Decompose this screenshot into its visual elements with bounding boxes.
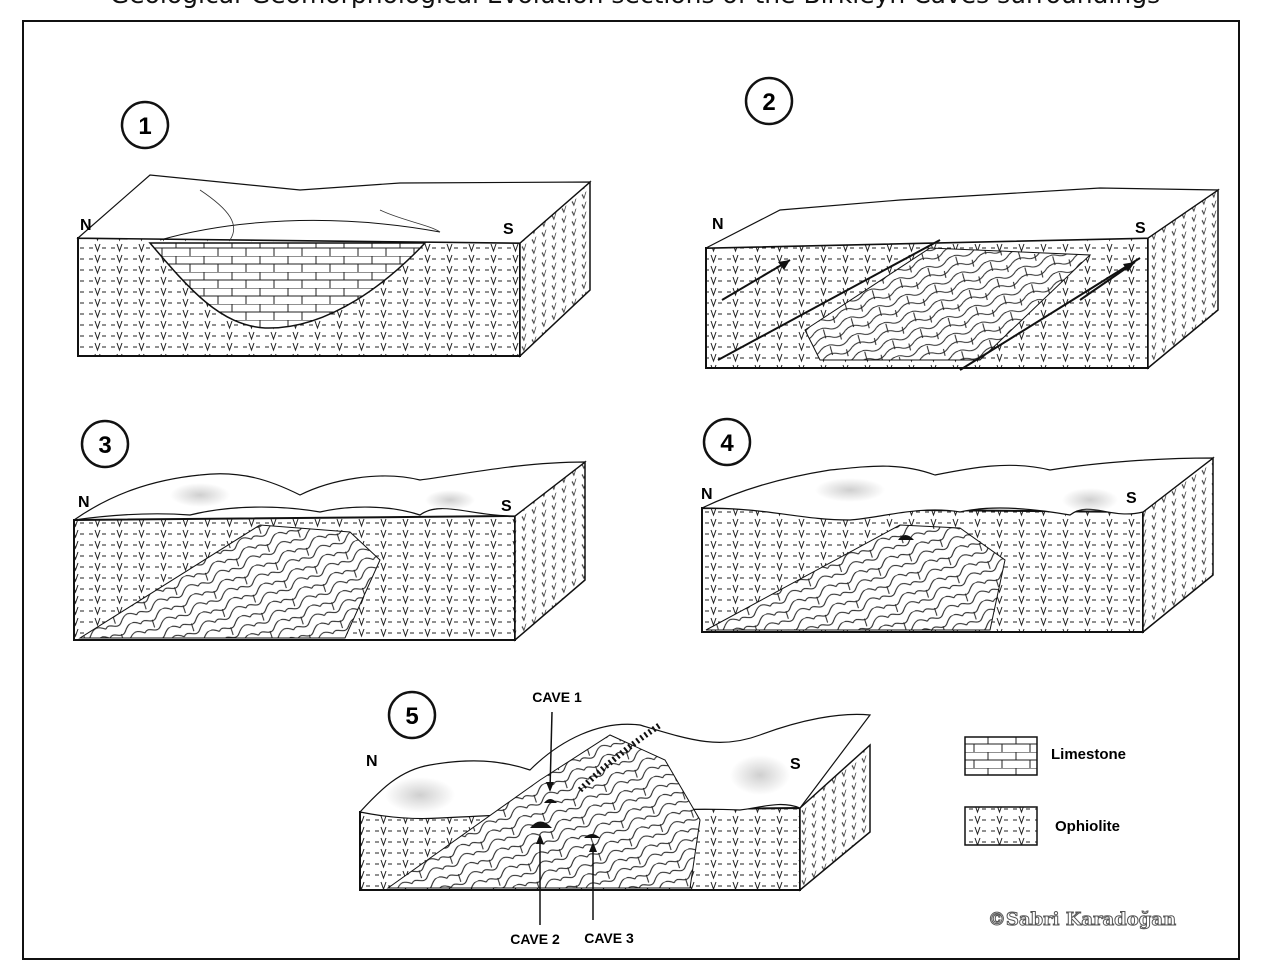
cave-3-opening bbox=[584, 834, 600, 838]
block-2-number: 2 bbox=[762, 89, 775, 116]
block-2-limestone-wedge bbox=[804, 247, 1092, 361]
block-4: 4 N S bbox=[701, 417, 1215, 634]
block-1-number-badge bbox=[120, 100, 170, 150]
block-3-number-badge bbox=[80, 419, 130, 469]
cave-1-opening bbox=[544, 799, 557, 803]
block-4-cave-opening bbox=[898, 535, 914, 540]
block-1-south-label: S bbox=[503, 221, 514, 238]
block-2-top-surface bbox=[705, 187, 1220, 249]
cave-1-label: CAVE 1 bbox=[532, 689, 582, 705]
block-2-thrust-fault-2 bbox=[959, 257, 1141, 371]
legend-limestone-swatch bbox=[964, 736, 1038, 776]
block-2: 2 N S bbox=[705, 76, 1220, 371]
cave-2-label: CAVE 2 bbox=[510, 931, 560, 947]
block-1-limestone-basin bbox=[148, 242, 427, 329]
block-3: 3 N S bbox=[73, 419, 587, 642]
cave-2-opening bbox=[530, 821, 552, 828]
block-5-number: 5 bbox=[405, 703, 418, 730]
block-3-number: 3 bbox=[98, 432, 111, 459]
block-3-folded-limestone bbox=[78, 524, 381, 639]
block-1-number: 1 bbox=[138, 113, 151, 140]
block-5-north-label: N bbox=[366, 753, 378, 770]
block-2-south-label: S bbox=[1135, 220, 1146, 237]
block-4-north-label: N bbox=[701, 486, 713, 503]
block-2-number-badge bbox=[744, 76, 794, 126]
block-5: CAVE 1 CAVE 2 CAVE 3 5 N S bbox=[358, 689, 872, 947]
legend: Limestone Ophiolite bbox=[964, 736, 1126, 846]
block-5-gorge bbox=[577, 722, 662, 793]
block-2-north-label: N bbox=[712, 216, 724, 233]
block-5-number-badge bbox=[387, 690, 437, 740]
block-1-north-label: N bbox=[80, 217, 92, 234]
block-2-arrow-1 bbox=[721, 259, 791, 301]
block-5-folded-limestone bbox=[386, 734, 701, 889]
diagram-title: Geological-Geomorphological Evolution se… bbox=[0, 0, 1270, 9]
copyright-watermark: ©Sabri Karadoğan bbox=[988, 909, 1176, 930]
block-4-south-label: S bbox=[1126, 490, 1137, 507]
block-4-number: 4 bbox=[720, 430, 734, 457]
block-4-number-badge bbox=[702, 417, 752, 467]
block-1: 1 N S bbox=[76, 100, 592, 358]
legend-limestone-label: Limestone bbox=[1051, 746, 1126, 763]
cave-3-label: CAVE 3 bbox=[584, 930, 634, 946]
block-1-top-surface bbox=[76, 174, 592, 244]
block-3-north-label: N bbox=[78, 494, 90, 511]
block-3-south-label: S bbox=[501, 498, 512, 515]
block-4-folded-limestone bbox=[705, 524, 1006, 631]
block-2-thrust-fault-1 bbox=[717, 239, 941, 361]
block-4-top-surface bbox=[701, 457, 1215, 521]
cave-1-pointer bbox=[549, 711, 553, 791]
legend-ophiolite-label: Ophiolite bbox=[1055, 818, 1120, 835]
block-5-south-label: S bbox=[790, 756, 801, 773]
block-5-side-face bbox=[799, 743, 871, 892]
legend-ophiolite-swatch bbox=[964, 806, 1038, 846]
